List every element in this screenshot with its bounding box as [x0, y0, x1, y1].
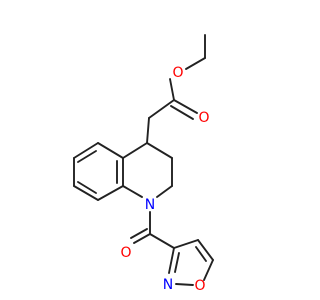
bond-ester-carbonyl-1 [173, 99, 198, 114]
bond-c2-n [156, 185, 173, 198]
bond-ch2-c4 [146, 117, 150, 144]
bond-amide-c-o-2 [130, 228, 148, 239]
bond-c8-c7 [73, 185, 99, 201]
bond-c4-c3 [146, 142, 173, 159]
bond-isox-c4-c5-inner [195, 246, 207, 262]
bond-ester-carbonyl-2 [170, 105, 194, 120]
bond-c8a-c8 [97, 185, 124, 201]
bond-ester-ch2 [148, 99, 175, 119]
bond-c4a-c4 [122, 142, 148, 159]
atom-ester-oxygen: O [172, 65, 183, 81]
atom-ring-nitrogen: N [145, 197, 155, 213]
bond-isox-n-c3 [168, 247, 175, 274]
bond-isox-n-c3-inner [174, 252, 180, 273]
bond-amide-c-isoxazole [149, 233, 175, 249]
bond-ester-o-c [169, 78, 175, 101]
atom-isoxazole-oxygen: O [194, 278, 205, 294]
structure-svg: O O N O N O [73, 34, 214, 294]
atom-ester-carbonyl-oxygen: O [198, 110, 209, 126]
bond-isox-c3-c4 [173, 239, 199, 249]
atom-isoxazole-nitrogen: N [163, 277, 173, 293]
bond-lines [73, 34, 214, 286]
bond-c5-c4a [97, 142, 124, 159]
atom-labels: O O N O N O [120, 65, 209, 294]
bond-isox-o-n [175, 283, 194, 286]
atom-amide-oxygen: O [120, 245, 131, 261]
bond-n-c8a [122, 185, 143, 198]
bond-isox-c4-c5 [197, 239, 214, 261]
bond-amide-c-o-1 [133, 233, 151, 244]
bond-c6-c5 [73, 142, 99, 159]
bond-isox-c5-o [203, 259, 214, 281]
molecule-diagram: O O N O N O [73, 34, 214, 294]
bond-c8-c7-inner [77, 181, 97, 194]
bond-ethyl-ch2-o [185, 57, 206, 70]
bond-c6-c5-inner [77, 150, 97, 163]
